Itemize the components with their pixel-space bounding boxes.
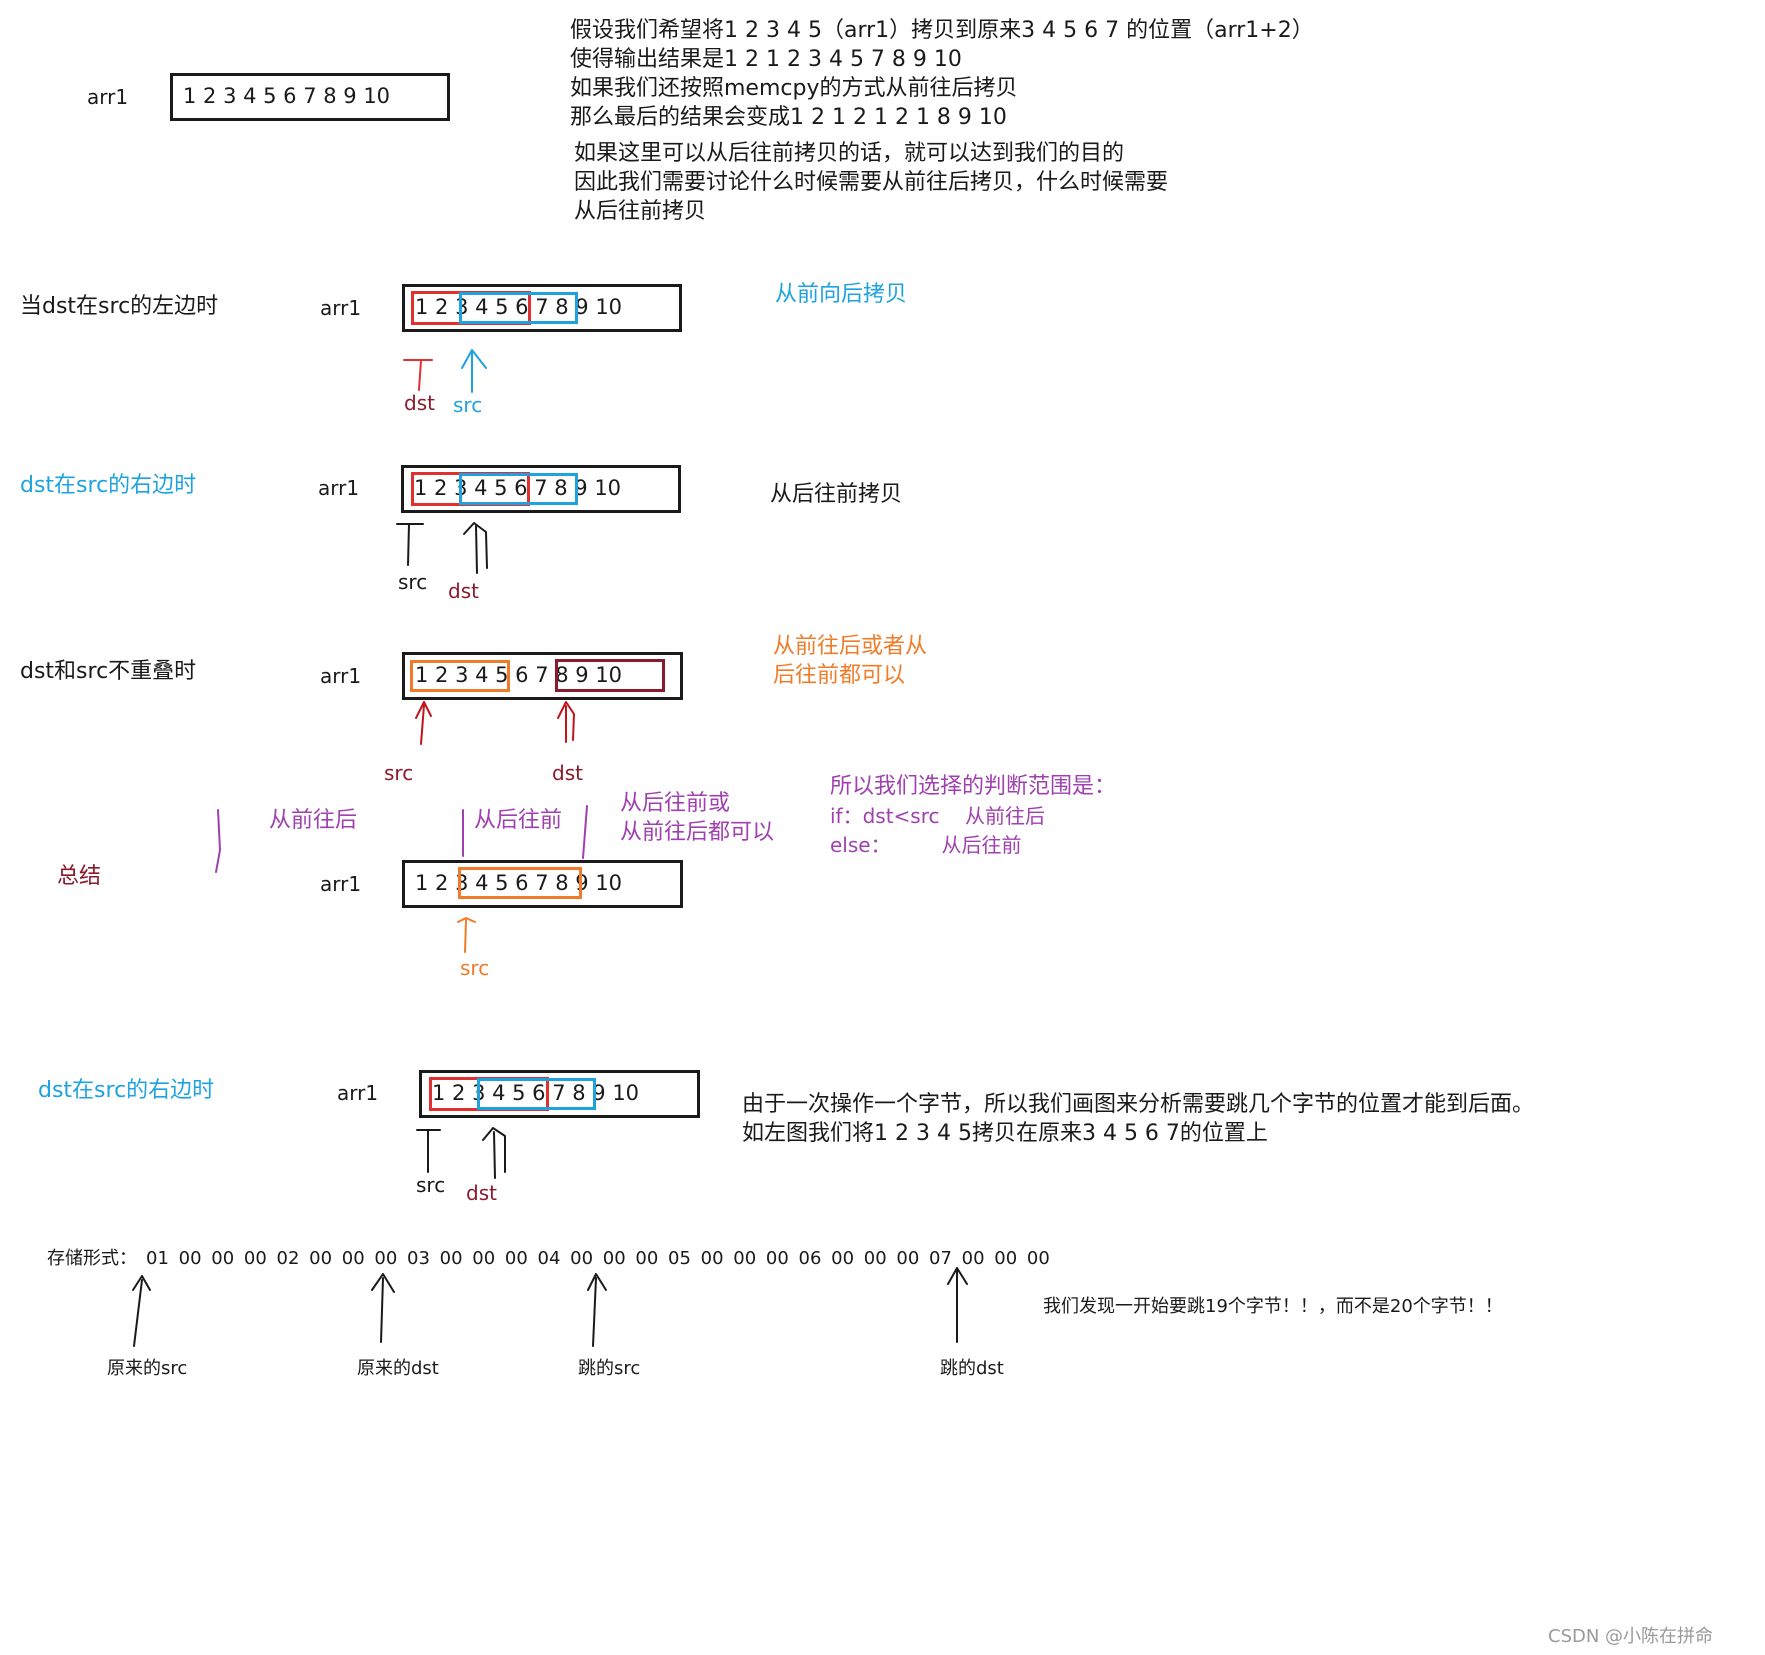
intro-line-2: 使得输出结果是1 2 1 2 3 4 5 7 8 9 10 bbox=[570, 47, 962, 72]
case3-dst-arrow bbox=[557, 701, 575, 743]
case4-dst-arrow bbox=[482, 1127, 506, 1179]
case2-ptr-src-label: src bbox=[398, 570, 428, 594]
storage-bytes: 01 00 00 00 02 00 00 00 03 00 00 00 04 0… bbox=[146, 1248, 1050, 1269]
case1-src-region bbox=[459, 292, 578, 324]
case1-array-label: arr1 bbox=[320, 296, 362, 320]
intro-line-4: 那么最后的结果会变成1 2 1 2 1 2 1 8 9 10 bbox=[570, 105, 1007, 130]
case3-array-label: arr1 bbox=[320, 664, 362, 688]
case2-ptr-dst-label: dst bbox=[448, 579, 479, 603]
summary-region-3-line-1: 从后往前或 bbox=[620, 791, 731, 816]
case4-array-box bbox=[419, 1070, 700, 1118]
case3-title: dst和src不重叠时 bbox=[20, 659, 197, 684]
storage-label-jump-src: 跳的src bbox=[578, 1358, 641, 1379]
intro-array-values: 1 2 3 4 5 6 7 8 9 10 bbox=[183, 84, 391, 108]
case4-note-line-1: 由于一次操作一个字节，所以我们画图来分析需要跳几个字节的位置才能到后面。 bbox=[742, 1092, 1535, 1117]
case2-dst-arrow bbox=[463, 522, 488, 574]
summary-region-1: 从前往后 bbox=[269, 808, 358, 833]
summary-region-2: 从后往前 bbox=[474, 808, 563, 833]
case4-src-arrow bbox=[416, 1129, 441, 1173]
summary-divider-3 bbox=[582, 805, 588, 859]
case2-note: 从后往前拷贝 bbox=[770, 482, 903, 507]
summary-array-box bbox=[402, 860, 683, 908]
storage-arrow-orig-src bbox=[132, 1275, 151, 1347]
case1-ptr-dst-label: dst bbox=[404, 391, 435, 415]
case3-src-region bbox=[410, 660, 510, 692]
intro-line-7: 从后往前拷贝 bbox=[574, 199, 707, 224]
summary-rule-line-2: if：dst<src 从前往后 bbox=[830, 804, 1045, 828]
summary-rule-line-1: 所以我们选择的判断范围是： bbox=[830, 774, 1117, 799]
case2-array-values: 1 2 3 4 5 6 7 8 9 10 bbox=[414, 476, 622, 500]
intro-line-3: 如果我们还按照memcpy的方式从前往后拷贝 bbox=[570, 76, 1018, 101]
intro-array-label: arr1 bbox=[87, 85, 129, 109]
case4-array-label: arr1 bbox=[337, 1081, 379, 1105]
storage-arrow-orig-dst bbox=[371, 1273, 395, 1343]
case4-ptr-src-label: src bbox=[416, 1173, 446, 1197]
case2-src-arrow bbox=[396, 523, 424, 566]
case4-ptr-dst-label: dst bbox=[466, 1181, 497, 1205]
case1-dst-arrow bbox=[403, 359, 433, 391]
storage-label-jump-dst: 跳的dst bbox=[940, 1358, 1004, 1379]
intro-line-6: 因此我们需要讨论什么时候需要从前往后拷贝，什么时候需要 bbox=[574, 170, 1169, 195]
watermark: CSDN @小陈在拼命 bbox=[1548, 1626, 1714, 1647]
storage-label-orig-src: 原来的src bbox=[107, 1358, 188, 1379]
summary-src-arrow bbox=[457, 917, 476, 953]
case3-note-line-2: 后往前都可以 bbox=[773, 663, 906, 688]
case1-src-arrow bbox=[461, 349, 487, 393]
case1-ptr-src-label: src bbox=[453, 393, 483, 417]
case1-array-box bbox=[402, 284, 682, 332]
intro-line-1: 假设我们希望将1 2 3 4 5（arr1）拷贝到原来3 4 5 6 7 的位置… bbox=[570, 18, 1314, 43]
case1-array-values: 1 2 3 4 5 6 7 8 9 10 bbox=[415, 295, 623, 319]
storage-label-orig-dst: 原来的dst bbox=[357, 1358, 439, 1379]
summary-src-region bbox=[458, 867, 582, 899]
case4-dst-region bbox=[477, 1078, 596, 1110]
case3-dst-region bbox=[555, 659, 665, 692]
storage-conclusion: 我们发现一开始要跳19个字节！！，而不是20个字节！！ bbox=[1043, 1296, 1503, 1317]
intro-line-5: 如果这里可以从后往前拷贝的话，就可以达到我们的目的 bbox=[574, 141, 1125, 166]
intro-array-box bbox=[170, 73, 450, 121]
storage-arrow-jump-src bbox=[587, 1273, 607, 1347]
case4-title: dst在src的右边时 bbox=[38, 1078, 215, 1103]
case2-title: dst在src的右边时 bbox=[20, 473, 197, 498]
case2-array-box bbox=[401, 465, 681, 513]
case2-dst-region bbox=[459, 473, 578, 505]
case2-array-label: arr1 bbox=[318, 476, 360, 500]
case3-array-values: 1 2 3 4 5 6 7 8 9 10 bbox=[415, 663, 623, 687]
case3-array-box bbox=[402, 652, 683, 700]
storage-prefix: 存储形式： bbox=[47, 1248, 137, 1269]
case3-ptr-src-label: src bbox=[384, 761, 414, 785]
case1-note: 从前向后拷贝 bbox=[775, 282, 908, 307]
summary-rule-line-3: else： 从后往前 bbox=[830, 833, 1022, 857]
storage-arrow-jump-dst bbox=[947, 1267, 968, 1343]
case4-note-line-2: 如左图我们将1 2 3 4 5拷贝在原来3 4 5 6 7的位置上 bbox=[742, 1121, 1268, 1146]
summary-title: 总结 bbox=[57, 864, 102, 889]
case3-ptr-dst-label: dst bbox=[552, 761, 583, 785]
case1-title: 当dst在src的左边时 bbox=[20, 294, 219, 319]
summary-divider-1 bbox=[215, 809, 221, 873]
case3-src-arrow bbox=[415, 701, 432, 745]
summary-region-3-line-2: 从前往后都可以 bbox=[620, 820, 775, 845]
case3-note-line-1: 从前往后或者从 bbox=[773, 634, 928, 659]
summary-array-label: arr1 bbox=[320, 872, 362, 896]
summary-ptr-src-label: src bbox=[460, 956, 490, 980]
